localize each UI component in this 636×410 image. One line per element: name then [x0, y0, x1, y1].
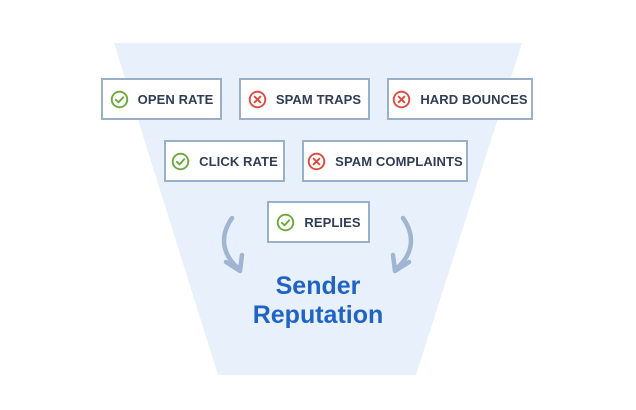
factor-spam-complaints: SPAM COMPLAINTS: [302, 140, 468, 182]
factor-label: SPAM COMPLAINTS: [335, 153, 463, 169]
factor-hard-bounces: HARD BOUNCES: [387, 78, 533, 120]
check-circle-icon: [171, 152, 190, 171]
factor-click-rate: CLICK RATE: [164, 140, 285, 182]
factor-replies: REPLIES: [267, 201, 370, 243]
x-circle-icon: [248, 90, 267, 109]
left-curved-arrow: [221, 215, 245, 274]
check-circle-icon: [110, 90, 129, 109]
result-line-1: Sender: [275, 272, 361, 300]
factor-label: SPAM TRAPS: [275, 91, 362, 107]
right-curved-arrow: [390, 215, 414, 274]
factor-label: HARD BOUNCES: [420, 91, 528, 107]
factor-spam-traps: SPAM TRAPS: [239, 78, 370, 120]
factor-label: REPLIES: [304, 214, 361, 230]
x-circle-icon: [307, 152, 326, 171]
factor-label: CLICK RATE: [199, 153, 278, 169]
check-circle-icon: [276, 213, 295, 232]
result-line-2: Reputation: [252, 301, 384, 329]
sender-reputation-title: Sender Reputation: [0, 272, 636, 330]
x-circle-icon: [392, 90, 411, 109]
factor-open-rate: OPEN RATE: [101, 78, 222, 120]
factor-label: OPEN RATE: [137, 91, 214, 107]
